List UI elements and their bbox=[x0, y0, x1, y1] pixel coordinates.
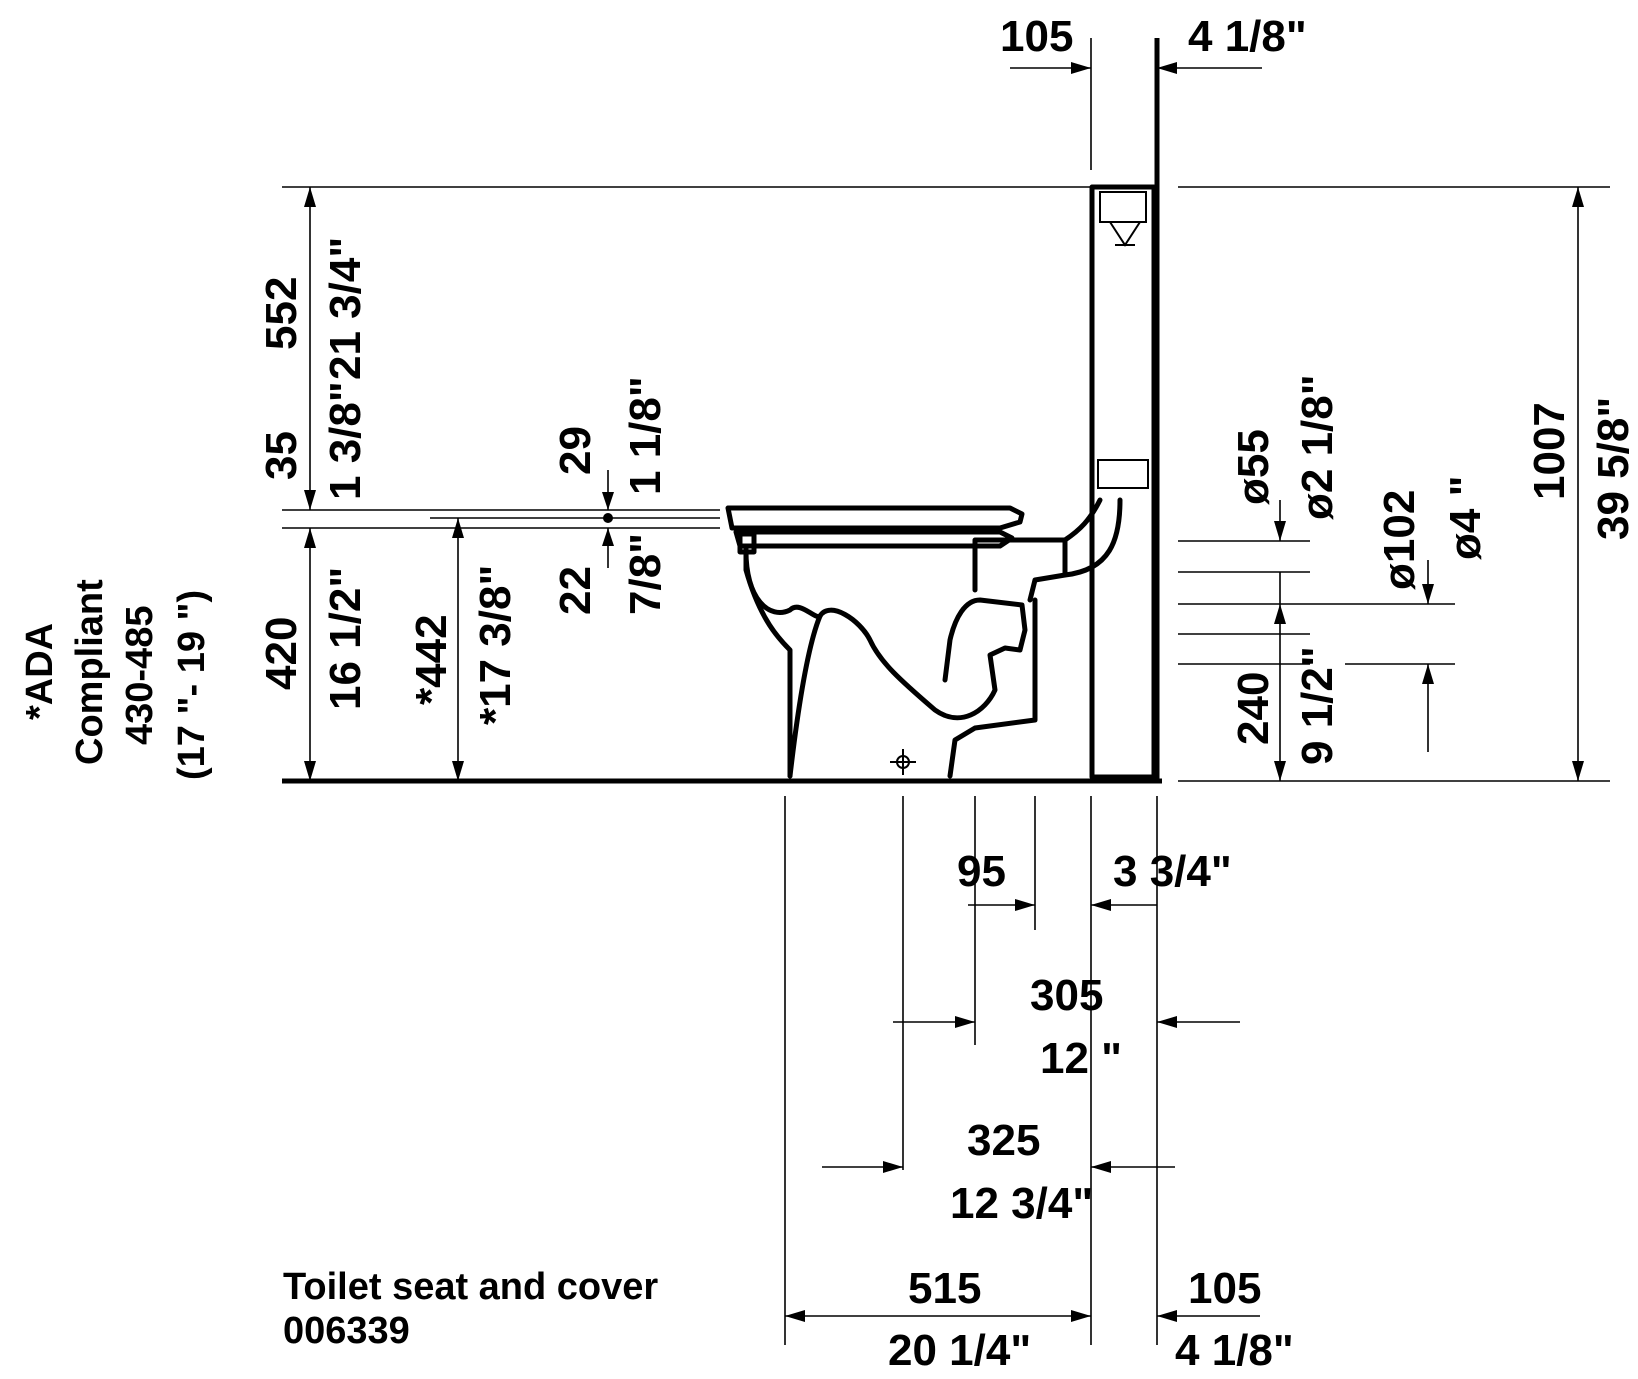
arrow bbox=[304, 490, 316, 510]
bowl-front bbox=[743, 545, 793, 779]
flush-bend bbox=[1062, 497, 1103, 543]
dim-420-in: 16 1/2" bbox=[321, 567, 370, 710]
seat-ring bbox=[733, 529, 1015, 549]
arrow bbox=[1274, 521, 1286, 541]
arrow bbox=[304, 187, 316, 207]
seat-point bbox=[603, 513, 613, 523]
arrow bbox=[1422, 584, 1434, 604]
arrow bbox=[304, 761, 316, 781]
dim-d55: ø55 bbox=[1229, 429, 1278, 505]
cistern bbox=[1089, 184, 1157, 780]
bowl-trapway bbox=[787, 597, 1028, 779]
dim-420: 420 bbox=[257, 617, 306, 690]
ada-line2: Compliant bbox=[69, 579, 111, 765]
arrow bbox=[1274, 761, 1286, 781]
ada-line3: 430-485 bbox=[119, 606, 161, 745]
ada-line4: (17 "- 19 ") bbox=[171, 590, 213, 780]
arrow bbox=[602, 528, 614, 546]
dim-442: *442 bbox=[407, 614, 456, 705]
dim-95: 95 bbox=[957, 847, 1006, 896]
dim-240: 240 bbox=[1229, 672, 1278, 745]
dim-305: 305 bbox=[1030, 971, 1103, 1020]
dim-105-bottom-in: 4 1/8" bbox=[1175, 1326, 1294, 1375]
arrow bbox=[452, 518, 464, 538]
flush-pipe bbox=[1062, 497, 1123, 578]
flush-valve bbox=[1109, 221, 1141, 247]
dim-29-in: 1 1/8" bbox=[621, 376, 670, 495]
seat-cover bbox=[725, 505, 1025, 531]
bowl-base bbox=[947, 597, 1038, 779]
arrow bbox=[1274, 604, 1286, 624]
dim-d102: ø102 bbox=[1375, 490, 1424, 590]
arrow bbox=[1572, 761, 1584, 781]
arrow bbox=[1071, 1310, 1091, 1322]
seat-bumper bbox=[737, 531, 757, 555]
dim-325: 325 bbox=[967, 1116, 1040, 1165]
dim-515: 515 bbox=[908, 1264, 981, 1313]
seat-note-line1: Toilet seat and cover bbox=[283, 1266, 658, 1308]
dim-325-in: 12 3/4" bbox=[950, 1179, 1093, 1228]
arrow bbox=[1422, 664, 1434, 684]
arrow bbox=[1071, 62, 1091, 74]
dim-515-in: 20 1/4" bbox=[888, 1326, 1031, 1375]
dim-22-in: 7/8" bbox=[621, 533, 670, 615]
dim-1007-in: 39 5/8" bbox=[1589, 397, 1638, 540]
dim-d55-in: ø2 1/8" bbox=[1293, 374, 1342, 520]
dim-305-in: 12 " bbox=[1040, 1034, 1122, 1083]
dim-442-in: *17 3/8" bbox=[471, 565, 520, 725]
arrow bbox=[452, 761, 464, 781]
dim-29: 29 bbox=[551, 426, 600, 475]
ada-line1: *ADA bbox=[19, 623, 61, 720]
arrow bbox=[304, 528, 316, 548]
arrow bbox=[1015, 899, 1035, 911]
arrow bbox=[1091, 899, 1111, 911]
dim-105-top: 105 bbox=[1000, 12, 1073, 61]
dim-1007: 1007 bbox=[1525, 402, 1574, 500]
flush-mechanism bbox=[1099, 191, 1147, 223]
arrow bbox=[955, 1016, 975, 1028]
dim-22: 22 bbox=[551, 566, 600, 615]
arrow bbox=[602, 492, 614, 510]
tank-outlet bbox=[1097, 459, 1149, 489]
arrow bbox=[1572, 187, 1584, 207]
arrow bbox=[1157, 1016, 1177, 1028]
dim-4-18-top: 4 1/8" bbox=[1188, 12, 1307, 61]
dim-105-bottom: 105 bbox=[1188, 1264, 1261, 1313]
arrow bbox=[1157, 62, 1177, 74]
dim-35: 35 bbox=[257, 431, 306, 480]
dim-240-in: 9 1/2" bbox=[1293, 646, 1342, 765]
seat-hinge-block bbox=[972, 537, 1068, 603]
dim-35-in: 1 3/8" bbox=[321, 381, 370, 500]
arrow bbox=[1157, 1310, 1177, 1322]
dim-3-34: 3 3/4" bbox=[1113, 847, 1232, 896]
seat-note-line2: 006339 bbox=[283, 1310, 410, 1352]
dim-552: 552 bbox=[257, 277, 306, 350]
arrow bbox=[785, 1310, 805, 1322]
arrow bbox=[883, 1161, 903, 1173]
dim-552-in: 21 3/4" bbox=[321, 237, 370, 380]
dim-d102-in: ø4 " bbox=[1441, 476, 1490, 560]
arrow bbox=[1091, 1161, 1111, 1173]
